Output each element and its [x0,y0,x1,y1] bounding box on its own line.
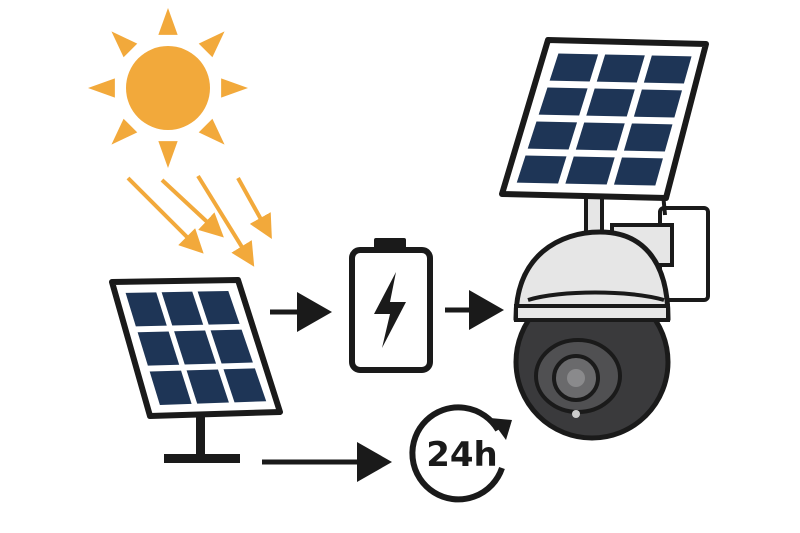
solar-cell [613,157,663,186]
sun-ray [221,78,248,98]
sun-ray [198,31,225,58]
solar-cell [586,88,635,117]
solar-cell [575,122,625,151]
solar-cell [527,121,578,150]
sunlight-rays [126,174,272,267]
sun-icon [88,8,248,168]
solar-cell [223,368,267,403]
battery-charging-icon [349,238,433,373]
sun-ray [111,31,138,58]
sun-ray [88,78,115,98]
solar-panel-small [109,277,283,463]
solar-cell [643,55,692,84]
solar-cell [633,89,683,118]
solar-cell [149,370,192,405]
solar-cell [623,123,673,152]
solar-cell [125,292,167,327]
clock-24h-icon: 24h [409,404,512,503]
solar-cell [210,329,253,364]
solar-cell [161,291,204,326]
sun-ray [198,118,225,145]
sun-ray [158,8,178,35]
solar-cell [596,54,645,83]
security-camera [513,229,671,441]
solar-panel-large [499,37,709,242]
solar-cell [565,156,615,185]
sun-ray [158,141,178,168]
solar-cell [186,369,229,404]
solar-cell [516,155,567,184]
solar-cell [197,290,240,325]
solar-cell [174,330,217,365]
solar-cell [137,331,180,366]
sun-ray [111,118,138,145]
clock-label: 24h [426,435,498,475]
solar-cell [538,87,588,116]
solar-cell [549,53,599,82]
